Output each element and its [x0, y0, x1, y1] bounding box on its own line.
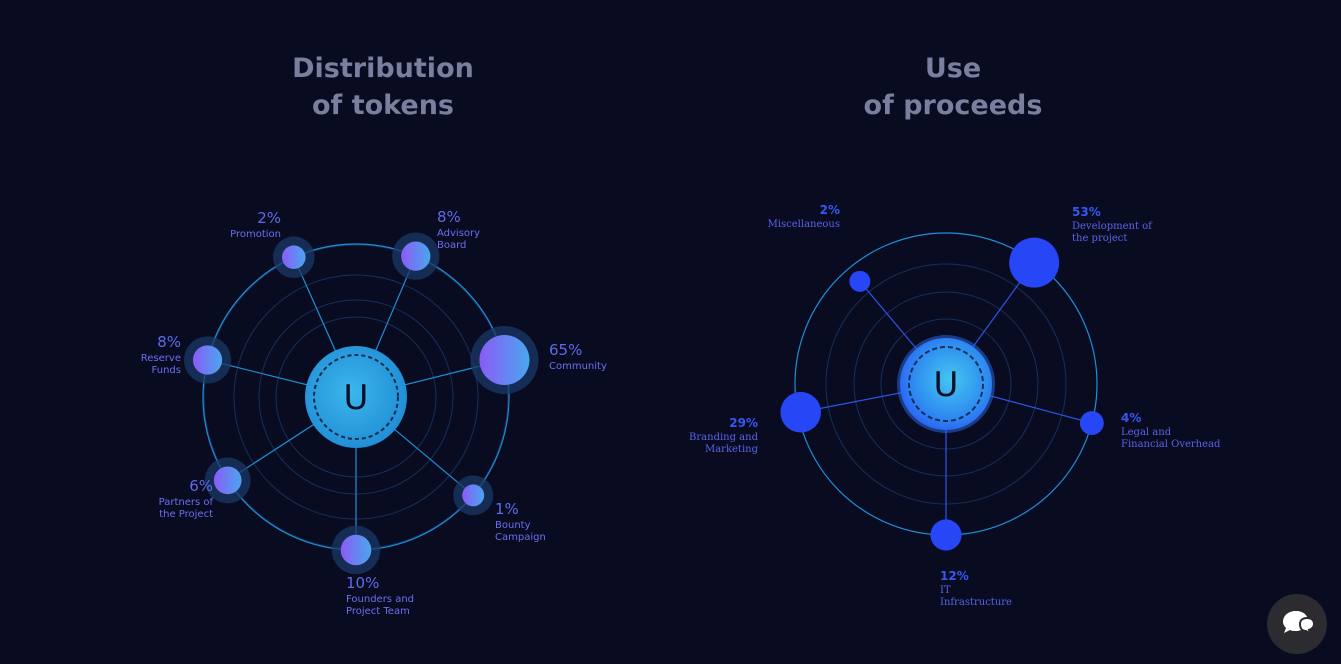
slice-label-founders-and-project-team: Founders and — [346, 594, 414, 605]
slice-node-legal-and-financial-overhead — [1079, 411, 1104, 436]
slice-label-branding-and-marketing: Marketing — [705, 444, 759, 455]
title-line-2: of proceeds — [863, 90, 1043, 121]
slice-label-legal-and-financial-overhead: Financial Overhead — [1121, 439, 1221, 450]
slice-label-promotion: Promotion — [230, 229, 281, 240]
title-distribution-of-tokens: Distribution of tokens — [183, 50, 583, 124]
slice-percent-legal-and-financial-overhead: 4% — [1121, 411, 1141, 425]
slice-label-branding-and-marketing: Branding and — [689, 432, 759, 443]
slice-label-community: Community — [549, 361, 607, 372]
slice-percent-bounty-campaign: 1% — [495, 500, 519, 518]
slice-percent-miscellaneous: 2% — [820, 203, 840, 217]
chat-button[interactable] — [1267, 594, 1327, 654]
title-line-2: of tokens — [312, 90, 454, 121]
slice-percent-partners-of-the-project: 6% — [189, 477, 213, 495]
hub-letter: U — [344, 378, 369, 418]
slice-label-miscellaneous: Miscellaneous — [768, 219, 840, 230]
slice-percent-founders-and-project-team: 10% — [346, 574, 379, 592]
slice-label-bounty-campaign: Bounty — [495, 520, 531, 531]
slice-node-community — [479, 334, 530, 385]
slice-percent-advisory-board: 8% — [437, 208, 461, 226]
slice-node-bounty-campaign — [462, 484, 485, 507]
slice-label-reserve-funds: Funds — [152, 365, 181, 376]
hub — [900, 338, 992, 430]
slice-node-it-infrastructure — [930, 519, 962, 551]
slice-label-bounty-campaign: Campaign — [495, 532, 546, 543]
slice-node-branding-and-marketing — [780, 391, 822, 433]
slice-percent-promotion: 2% — [257, 209, 281, 227]
slice-percent-development-of-the-project: 53% — [1072, 205, 1101, 219]
hub-ring — [313, 354, 399, 440]
slice-label-development-of-the-project: Development of — [1072, 221, 1153, 232]
slice-node-advisory-board — [401, 241, 431, 271]
slice-label-it-infrastructure: Infrastructure — [940, 597, 1012, 608]
chat-bubbles-icon — [1283, 611, 1315, 637]
hub-ring — [908, 346, 984, 422]
slice-node-reserve-funds — [192, 345, 223, 375]
slice-label-it-infrastructure: IT — [940, 585, 951, 596]
slice-label-advisory-board: Advisory — [437, 228, 480, 239]
hub — [305, 346, 407, 448]
slice-label-partners-of-the-project: Partners of — [159, 497, 214, 508]
slice-label-founders-and-project-team: Project Team — [346, 606, 410, 617]
title-line-1: Use — [924, 53, 982, 84]
slice-percent-it-infrastructure: 12% — [940, 569, 969, 583]
slice-label-development-of-the-project: the project — [1072, 233, 1127, 244]
title-use-of-proceeds: Use of proceeds — [753, 50, 1153, 124]
hub-letter: U — [934, 365, 959, 405]
slice-node-development-of-the-project — [1009, 237, 1060, 288]
slice-node-founders-and-project-team — [340, 534, 372, 566]
slice-node-partners-of-the-project — [213, 466, 242, 495]
slice-node-promotion — [281, 245, 306, 270]
slice-label-partners-of-the-project: the Project — [159, 509, 213, 520]
slice-label-legal-and-financial-overhead: Legal and — [1121, 427, 1172, 438]
slice-label-advisory-board: Board — [437, 240, 466, 251]
slice-percent-community: 65% — [549, 341, 582, 359]
slice-label-reserve-funds: Reserve — [141, 353, 181, 364]
slice-percent-branding-and-marketing: 29% — [729, 416, 758, 430]
title-line-1: Distribution — [292, 53, 474, 84]
slice-percent-reserve-funds: 8% — [157, 333, 181, 351]
slice-node-miscellaneous — [849, 270, 871, 292]
